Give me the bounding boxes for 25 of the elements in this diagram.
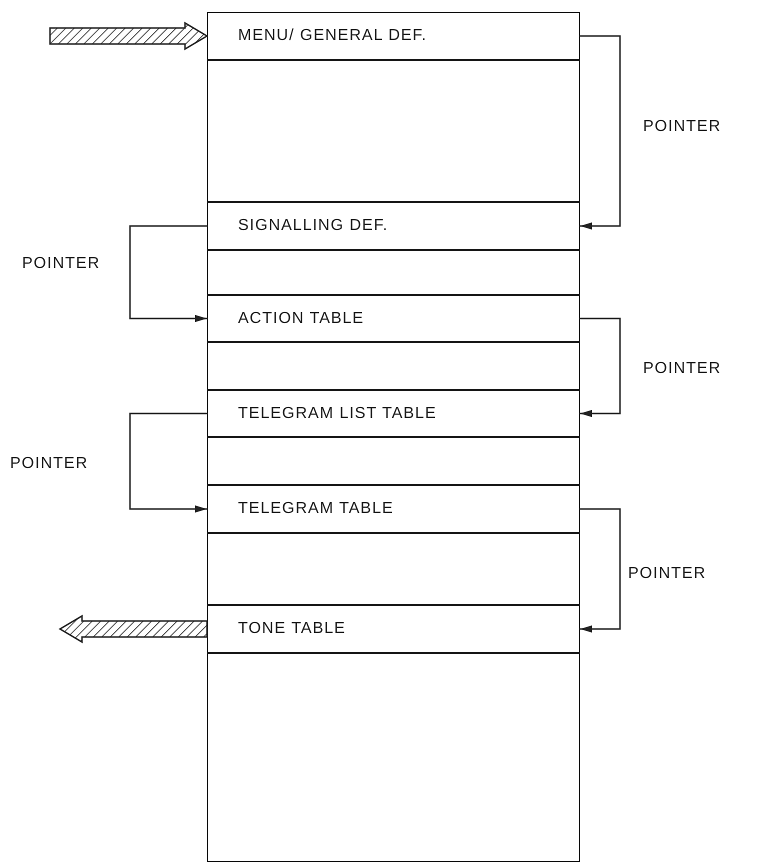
row-title: SIGNALLING DEF. bbox=[238, 217, 388, 235]
pointer-arrow bbox=[129, 225, 207, 322]
empty-row bbox=[207, 533, 580, 605]
row-title: TELEGRAM TABLE bbox=[238, 500, 394, 518]
pointer-arrow bbox=[580, 35, 621, 230]
empty-row bbox=[207, 653, 580, 862]
hatched-arrow bbox=[49, 22, 208, 50]
empty-row bbox=[207, 250, 580, 295]
pointer-arrow bbox=[129, 412, 207, 513]
row-title: TELEGRAM LIST TABLE bbox=[238, 404, 437, 422]
empty-row bbox=[207, 437, 580, 485]
row-title: TONE TABLE bbox=[238, 620, 346, 638]
table-row bbox=[207, 295, 580, 342]
hatched-arrow bbox=[58, 614, 208, 644]
row-title: MENU/ GENERAL DEF. bbox=[238, 27, 427, 45]
empty-row bbox=[207, 60, 580, 202]
row-title: ACTION TABLE bbox=[238, 310, 364, 328]
pointer-arrow bbox=[580, 318, 621, 418]
table-row bbox=[207, 390, 580, 437]
table-row bbox=[207, 202, 580, 250]
table-row bbox=[207, 605, 580, 653]
empty-row bbox=[207, 342, 580, 390]
table-row bbox=[207, 12, 580, 60]
table-row bbox=[207, 485, 580, 533]
pointer-arrow bbox=[580, 508, 621, 633]
